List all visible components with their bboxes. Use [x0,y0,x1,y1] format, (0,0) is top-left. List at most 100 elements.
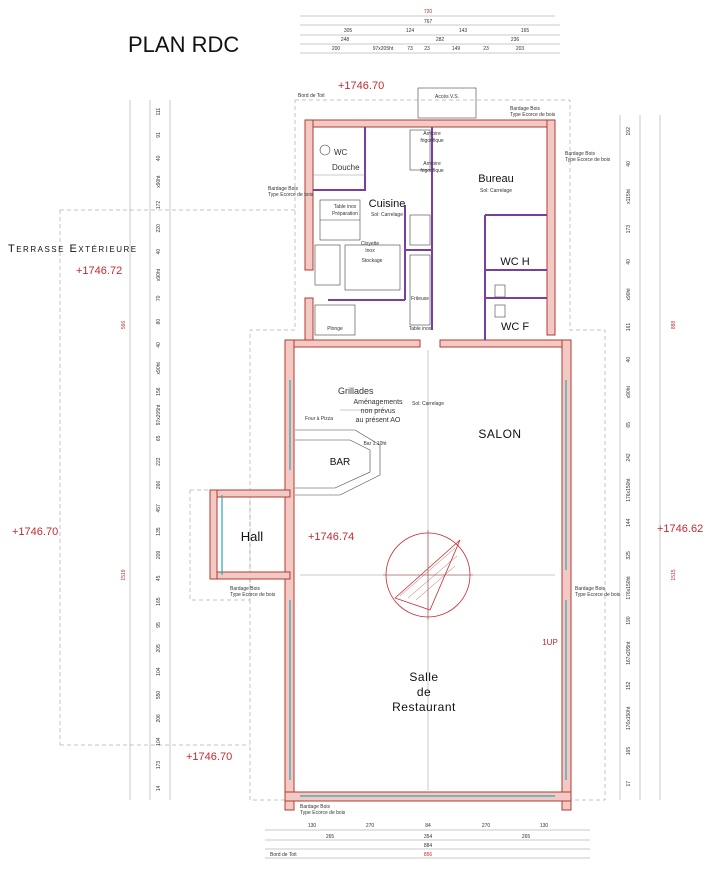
dim-bottom-row1-d: 270 [482,823,491,829]
dim-top-row3-c: 236 [511,37,520,43]
dim-right-15: 190 [626,616,632,625]
level-right: +1746.62 [657,523,703,535]
bord-toit-bottom: Bord de Toit [270,852,297,858]
dim-left-7: x90ht [156,268,162,281]
dim-left-12: 156 [156,387,162,396]
dim-left-17: 457 [156,504,162,513]
dim-right-3: 173 [626,225,632,234]
dim-left-15: 222 [156,457,162,466]
bord-toit-top: Bord de Toit [298,93,325,99]
dim-right-6: 161 [626,323,632,332]
wc-h-label: WC H [500,256,529,268]
interior-partitions [313,127,547,340]
bardage-type-3: Type Ecorce de bois [565,157,611,163]
cuisine-floor-label: Sol: Carrelage [371,212,403,218]
kitchen-block-walls [289,119,571,348]
access-vs-label: Accès V.S. [435,94,459,100]
salon-label: SALON [478,427,521,441]
inox-label: Inox [365,248,375,254]
bar-counter [295,429,381,496]
dim-top-row3-a: 248 [341,37,350,43]
hall-label: Hall [241,529,264,544]
dim-left-1: 91 [156,132,162,138]
dim-bottom-overall: 884 [424,843,433,849]
bardage-note-4: Bardage Bois [575,586,606,592]
level-top: +1746.70 [338,80,384,92]
dim-top-row2-c: 143 [459,28,468,34]
dim-left-20: 45 [156,575,162,581]
bardage-type-5: Type Ecorce de bois [230,592,276,598]
level-bottom: +1746.70 [186,751,232,763]
frigo-label-1: frigorifique [420,138,444,144]
dim-top-row2-a: 305 [344,28,353,34]
dim-right-2: x115ht [626,189,632,204]
dim-right-14: 176x150ht [626,576,632,600]
dim-left-9: 80 [156,319,162,325]
dim-left-19: 209 [156,551,162,560]
bar-label: BAR [330,457,351,468]
dim-left-25: 550 [156,691,162,700]
access-vs-box [417,87,477,119]
bureau-label: Bureau [478,173,513,185]
bar-height-label: Bar 1.10ht [363,441,387,447]
dim-right-red-1: 1515 [671,569,677,580]
dim-left-4: 172 [156,201,162,210]
dim-top-row4-b: 97x205ht [373,46,394,52]
wc-staff-label: WC [334,148,348,157]
bottom-dimension-chain: 130 270 84 270 130 265 354 265 884 856 [265,823,590,859]
bardage-type-2: Type Ecorce de bois [510,112,556,118]
level-terrace: +1746.72 [76,265,122,277]
dim-right-18: 176x150ht [626,706,632,730]
bardage-type-6: Type Ecorce de bois [300,810,346,816]
dim-left-6: 40 [156,249,162,255]
bardage-type-1: Type Ecorce de bois [268,192,314,198]
dim-left-0: 111 [156,108,162,116]
kitchen-equipment [313,129,506,336]
cuisine-label: Cuisine [369,198,406,210]
salle-label-3: Restaurant [392,700,456,714]
level-left: +1746.70 [12,526,58,538]
dim-left-29: 14 [156,785,162,791]
dim-top-row2-b: 124 [406,28,415,34]
dim-left-26: 206 [156,714,162,723]
right-dimension-chain: 19240x115ht17340x90ht16140x90ht65242176x… [619,115,677,800]
dim-right-5: x90ht [626,288,632,301]
dim-left-red-0: 566 [121,321,127,330]
dim-left-3: x90ht [156,175,162,188]
dim-top-overall-red: 720 [424,9,433,15]
preparation-label: Préparation [332,211,358,217]
dim-right-4: 40 [626,259,632,265]
four-pizza-label: Four à Pizza [305,416,333,422]
dim-bottom-row1-c: 84 [425,823,431,829]
dim-left-11: x90ht [156,362,162,375]
friteuse-label: Friteuse [411,296,429,302]
bardage-note-3: Bardage Bois [565,151,596,157]
dim-left-21: 165 [156,597,162,606]
top-dimension-chain: 720 767 305 124 143 165 248 282 236 200 … [300,9,560,54]
dim-right-0: 192 [626,127,632,136]
cloyette-label: Cloyette [361,241,380,247]
dim-bottom-row1-b: 270 [366,823,375,829]
roof-outline [59,99,606,801]
dim-left-14: 65 [156,435,162,441]
amenagements-label-2: non prévus [361,408,396,415]
salle-label-1: Salle [409,670,438,684]
dim-left-22: 95 [156,622,162,628]
dim-top-row4-f: 23 [483,46,489,52]
dim-top-row4-a: 200 [332,46,341,52]
table-inox-label: Table inox [334,204,357,210]
dim-right-20: 17 [626,781,632,787]
dim-left-24: 104 [156,667,162,676]
dim-left-16: 266 [156,481,162,490]
dim-bottom-row2-a: 265 [326,834,335,840]
bar-counter-inner [295,439,371,489]
dim-right-11: 176x150ht [626,478,632,502]
dim-right-10: 242 [626,453,632,462]
dim-left-23: 205 [156,644,162,653]
dim-top-row2-d: 165 [521,28,530,34]
dim-top-overall: 767 [424,19,433,25]
left-dimension-chain: 1119140x90ht17222040x90ht708040x90ht1569… [121,100,171,800]
dim-left-5: 220 [156,224,162,233]
table-inox-label-2: Table inox [409,326,432,332]
